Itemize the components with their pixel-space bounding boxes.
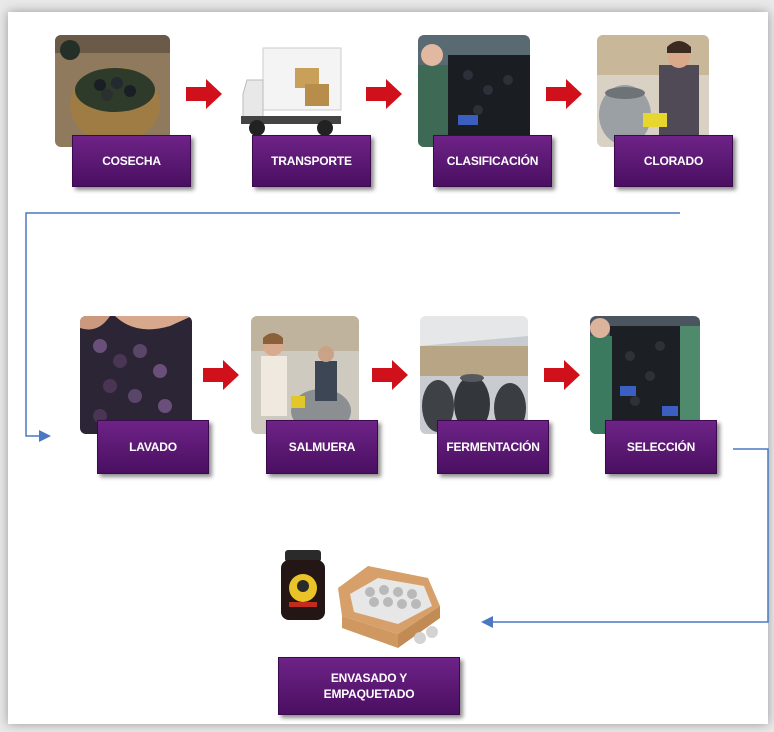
- transporte-photo: [235, 40, 350, 150]
- step-envasado: ENVASADO Y EMPAQUETADO: [278, 657, 460, 715]
- arrow-1: [186, 79, 222, 109]
- arrow-5: [372, 360, 408, 390]
- step-fermentacion-label: FERMENTACIÓN: [446, 440, 540, 454]
- salmuera-photo: [251, 316, 359, 434]
- arrow-4: [203, 360, 239, 390]
- step-lavado-label: LAVADO: [129, 440, 177, 454]
- fermentacion-photo: [420, 316, 528, 434]
- step-fermentacion: FERMENTACIÓN: [437, 420, 549, 474]
- envasado-box-photo: [328, 558, 446, 652]
- envasado-jar-photo: [277, 548, 329, 622]
- step-salmuera: SALMUERA: [266, 420, 378, 474]
- step-transporte: TRANSPORTE: [252, 135, 371, 187]
- lavado-photo: [80, 316, 192, 434]
- step-clasificacion: CLASIFICACIÓN: [433, 135, 552, 187]
- clasificacion-photo: [418, 35, 530, 147]
- seleccion-photo: [590, 316, 700, 434]
- clorado-photo: [597, 35, 709, 147]
- step-seleccion-label: SELECCIÓN: [626, 440, 696, 454]
- arrow-2: [366, 79, 402, 109]
- arrow-6: [544, 360, 580, 390]
- step-clasificacion-label: CLASIFICACIÓN: [446, 154, 539, 168]
- step-envasado-label-line2: EMPAQUETADO: [323, 687, 415, 701]
- step-cosecha: COSECHA: [72, 135, 191, 187]
- arrow-3: [546, 79, 582, 109]
- step-lavado: LAVADO: [97, 420, 209, 474]
- step-salmuera-label: SALMUERA: [288, 440, 356, 454]
- step-seleccion: SELECCIÓN: [605, 420, 717, 474]
- step-envasado-label-line1: ENVASADO Y: [330, 671, 408, 685]
- step-clorado-label: CLORADO: [643, 154, 704, 168]
- cosecha-photo: [55, 35, 170, 147]
- step-clorado: CLORADO: [614, 135, 733, 187]
- step-transporte-label: TRANSPORTE: [271, 154, 352, 168]
- step-cosecha-label: COSECHA: [102, 154, 161, 168]
